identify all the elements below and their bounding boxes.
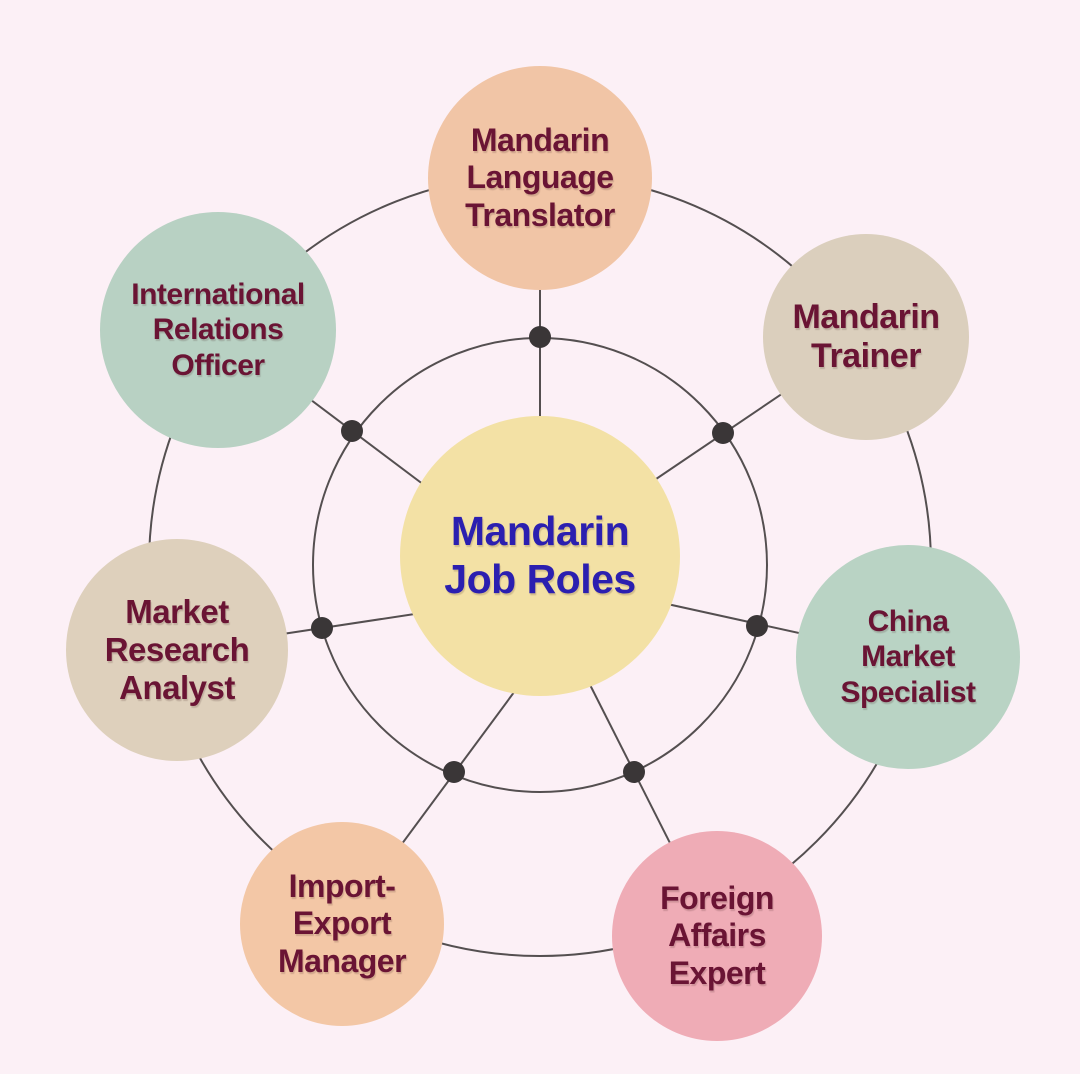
node-label-line: Officer — [171, 348, 265, 382]
node-center-mandarin-job-roles: Mandarin Job Roles — [400, 416, 680, 696]
bottom-edge-strip — [0, 1074, 1080, 1080]
connector-dot — [712, 422, 734, 444]
node-label-line: China — [867, 604, 949, 638]
node-label-line: Translator — [465, 196, 615, 233]
node-label: China Market Specialist — [840, 604, 976, 710]
node-china-market-specialist: China Market Specialist — [796, 545, 1020, 769]
node-label-line: Relations — [152, 313, 284, 347]
node-label-line: Foreign — [660, 880, 774, 917]
node-label: Mandarin Language Translator — [465, 122, 615, 233]
node-import-export-manager: Import- Export Manager — [240, 822, 444, 1026]
node-label-line: Export — [292, 905, 392, 942]
node-label: Mandarin Trainer — [792, 297, 940, 377]
node-mandarin-trainer: Mandarin Trainer — [763, 234, 969, 440]
node-mandarin-language-translator: Mandarin Language Translator — [428, 66, 652, 290]
node-label-line: Mandarin — [470, 122, 610, 159]
node-foreign-affairs-expert: Foreign Affairs Expert — [612, 831, 822, 1041]
node-label-line: Affairs — [668, 917, 766, 954]
node-label-line: Trainer — [811, 337, 921, 375]
node-label-line: Analyst — [119, 669, 235, 707]
connector-dot — [443, 761, 465, 783]
node-label-line: Specialist — [840, 675, 976, 709]
node-label-line: Expert — [668, 954, 766, 991]
connector-dot — [623, 761, 645, 783]
node-label-line: Research — [104, 630, 250, 668]
connector-dot — [341, 420, 363, 442]
node-label-line: International — [131, 277, 305, 311]
node-label-line: Mandarin — [792, 297, 940, 336]
center-title-line: Mandarin — [450, 508, 630, 555]
node-label-line: Import- — [288, 868, 396, 905]
connector-dot — [746, 615, 768, 637]
node-label-line: Language — [466, 159, 614, 196]
node-label: International Relations Officer — [131, 277, 305, 383]
node-label: Import- Export Manager — [277, 868, 407, 979]
node-international-relations-officer: International Relations Officer — [100, 212, 336, 448]
node-label-line: Market — [861, 640, 955, 674]
node-label: Market Research Analyst — [105, 593, 250, 708]
node-label-line: Manager — [277, 942, 407, 979]
node-market-research-analyst: Market Research Analyst — [66, 539, 288, 761]
node-label: Foreign Affairs Expert — [660, 880, 774, 991]
connector-dot — [529, 326, 551, 348]
center-title-line: Job Roles — [444, 556, 636, 602]
center-title: Mandarin Job Roles — [444, 508, 636, 604]
connector-dot — [311, 617, 333, 639]
node-label-line: Market — [125, 592, 229, 630]
